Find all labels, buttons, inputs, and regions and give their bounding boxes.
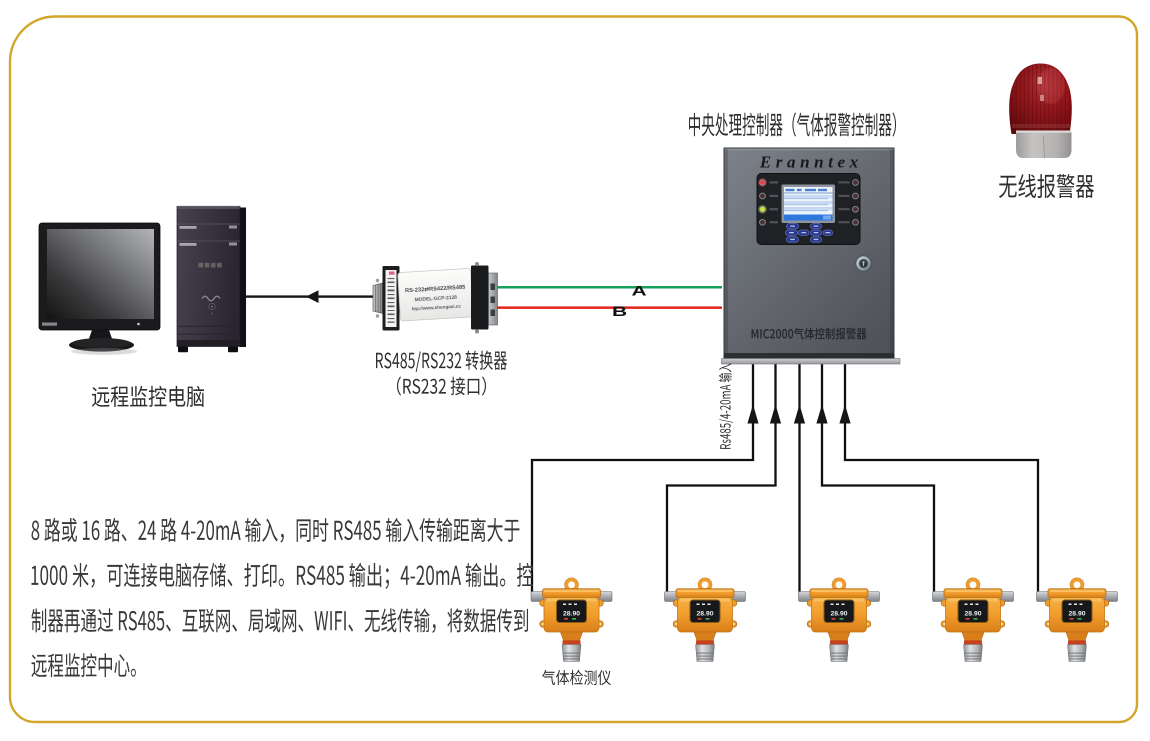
svg-text:B: B bbox=[612, 303, 627, 319]
svg-text:MODEL:GCP-2128: MODEL:GCP-2128 bbox=[414, 295, 457, 304]
svg-text:RS-232⇄RS422/RS485: RS-232⇄RS422/RS485 bbox=[405, 283, 466, 295]
svg-text:A: A bbox=[632, 283, 647, 299]
svg-text:Eranntex: Eranntex bbox=[759, 153, 863, 172]
svg-text:htp://www.shengasi.cc: htp://www.shengasi.cc bbox=[412, 303, 462, 311]
